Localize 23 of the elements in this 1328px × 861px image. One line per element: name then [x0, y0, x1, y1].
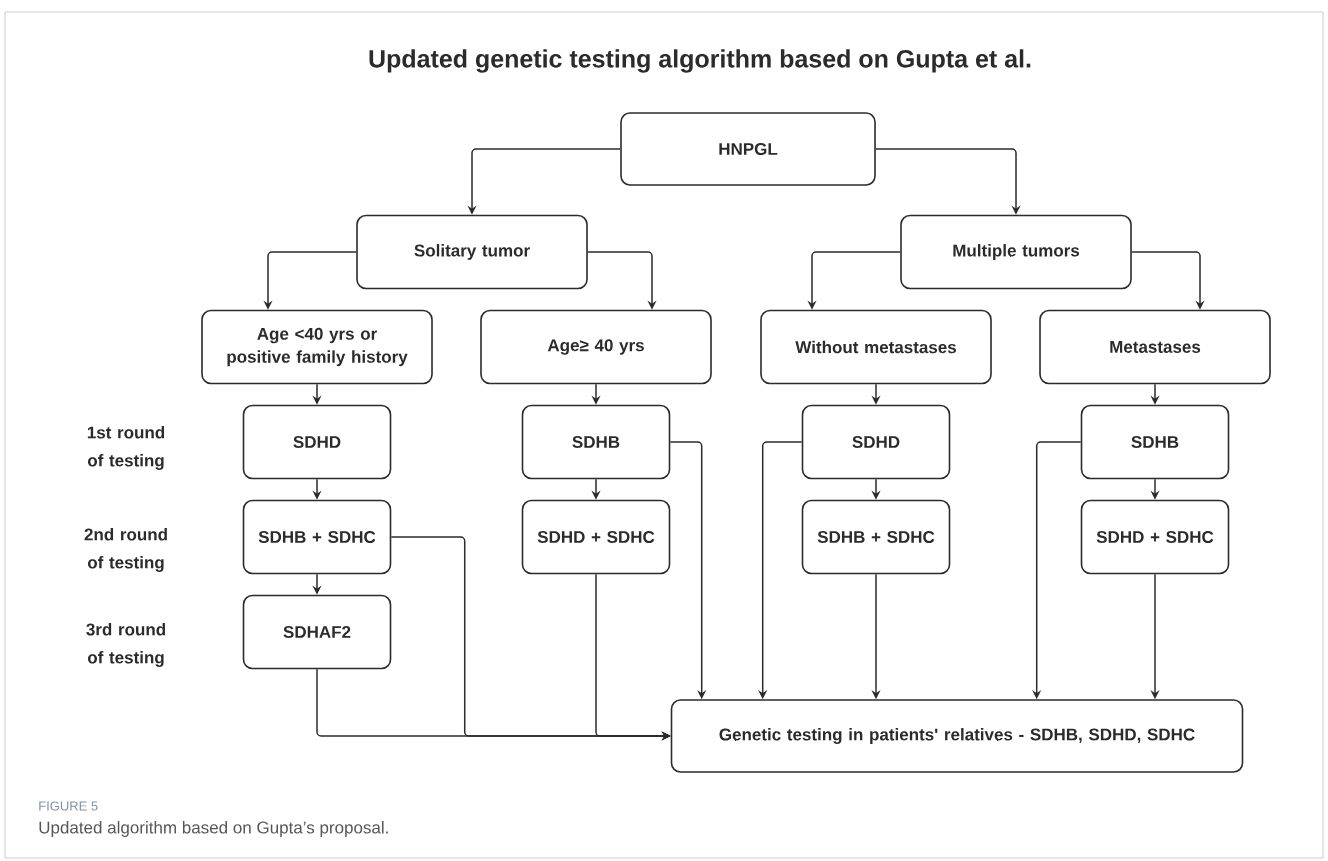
process-box: Multiple tumors — [900, 214, 1132, 290]
process-box: SDHAF2 — [242, 594, 392, 670]
process-box: SDHD — [801, 404, 951, 480]
title: Updated genetic testing algorithm based on Gupta et al. — [369, 49, 1031, 73]
process-box: SDHD + SDHC — [1080, 499, 1230, 575]
process-box: SDHB + SDHC — [801, 499, 951, 575]
caption: Updated algorithm based on Gupta’s proposal. — [39, 821, 388, 837]
row-label: 1st round of testing — [87, 426, 165, 470]
process-box: SDHD — [242, 404, 392, 480]
row-label: 2nd round of testing — [84, 528, 167, 572]
process-box: SDHB — [1080, 404, 1230, 480]
process-box: Metastases — [1039, 309, 1271, 385]
process-box: Solitary tumor — [356, 214, 588, 290]
row-label: 3rd round of testing — [86, 623, 166, 667]
process-box: SDHB + SDHC — [242, 499, 392, 575]
process-box: HNPGL — [620, 112, 876, 186]
process-box: Without metastases — [760, 309, 992, 385]
process-box: Age <40 yrs or positive family history — [201, 309, 433, 385]
process-box: Age≥ 40 yrs — [480, 309, 712, 385]
process-box: Genetic testing in patients' relatives - SDHB, SDHD, SDHC — [670, 699, 1244, 773]
process-box: SDHD + SDHC — [521, 499, 671, 575]
figure-number: FIGURE 5 — [39, 801, 98, 811]
process-box: SDHB — [521, 404, 671, 480]
